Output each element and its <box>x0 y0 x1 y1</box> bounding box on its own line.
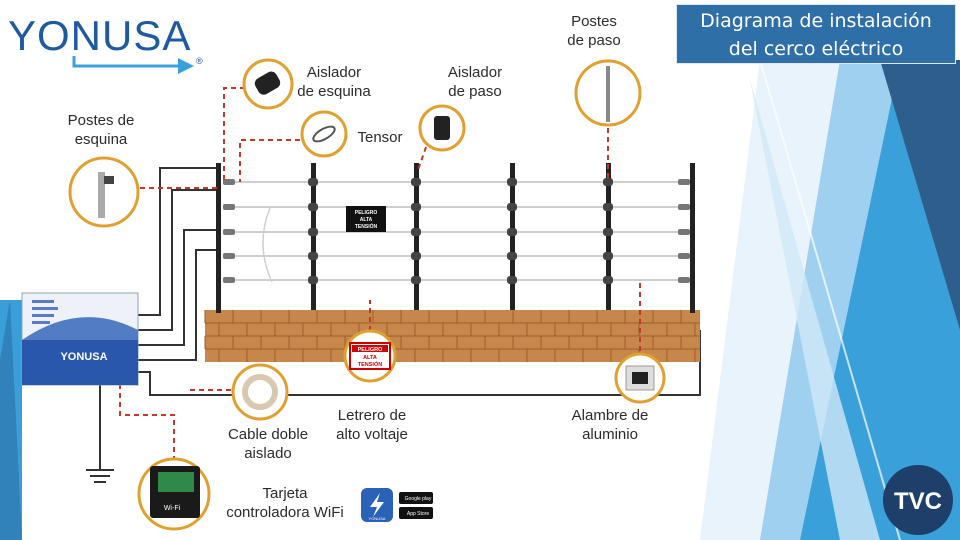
line-insulator <box>411 252 421 260</box>
brick-wall <box>204 310 700 362</box>
callout-circles: PELIGRO ALTA TENSIÓN Wi-Fi <box>68 58 666 531</box>
slide-title: Diagrama de instalación del cerco eléctr… <box>676 4 956 64</box>
fence-posts <box>216 163 695 313</box>
label-cable-doble-l1: Cable doble <box>227 426 309 443</box>
label-aislador-esquina-l2: de esquina <box>297 83 371 100</box>
line-insulator <box>411 228 421 236</box>
label-letrero-l2: alto voltaje <box>336 426 408 443</box>
corner-insulator <box>678 253 690 259</box>
label-alambre-l2: aluminio <box>582 426 638 443</box>
title-line1: Diagrama de instalación <box>700 10 932 32</box>
label-tensor-l1: Tensor <box>357 129 403 146</box>
label-aislador-paso: Aislador de paso <box>432 63 518 101</box>
line-insulator <box>507 252 517 260</box>
fence-sign-line2: ALTA <box>360 217 373 223</box>
label-postes-esquina: Postes de esquina <box>55 111 147 149</box>
line-insulator <box>308 228 318 236</box>
line-insulator <box>411 203 421 211</box>
label-alambre: Alambre de aluminio <box>560 406 660 444</box>
leader-lines <box>119 87 641 470</box>
fence-sign: PELIGRO ALTA TENSIÓN <box>346 206 386 232</box>
letrero-sign-line3: TENSIÓN <box>358 360 382 368</box>
label-tarjeta-l2: controladora WiFi <box>226 504 344 521</box>
google-play-text: Google play <box>405 496 432 502</box>
app-store-badge <box>399 507 433 519</box>
cable-circle <box>231 363 289 421</box>
corner-insulator <box>678 229 690 235</box>
line-insulator <box>507 276 517 284</box>
label-aislador-esquina-l1: Aislador <box>306 64 362 81</box>
corner-insulator <box>223 229 235 235</box>
label-postes-esquina-l1: Postes de <box>67 112 135 129</box>
label-postes-paso-l2: de paso <box>567 32 621 49</box>
corner-insulator <box>223 204 235 210</box>
wifi-label: Wi-Fi <box>164 505 181 512</box>
line-insulator <box>411 276 421 284</box>
app-badges: YONUSA Google play App Store <box>361 488 433 522</box>
line-insulator <box>507 178 517 186</box>
label-aislador-paso-l2: de paso <box>448 83 502 100</box>
label-postes-esquina-l2: esquina <box>74 131 128 148</box>
line-insulator <box>308 276 318 284</box>
background-decoration <box>0 59 960 540</box>
yonusa-logo: YONUSA ® <box>8 12 203 74</box>
line-insulator <box>603 276 613 284</box>
label-tarjeta-l1: Tarjeta <box>262 485 308 502</box>
fence-sign-line3: TENSIÓN <box>355 222 378 230</box>
corner-insulator <box>223 277 235 283</box>
line-insulator <box>507 203 517 211</box>
wiring <box>86 167 701 483</box>
line-insulator <box>603 178 613 186</box>
line-insulator <box>507 228 517 236</box>
line-insulator <box>308 252 318 260</box>
logo-text: YONUSA <box>8 12 191 59</box>
energizer-box: YONUSA <box>21 292 139 386</box>
label-cable-doble: Cable doble aislado <box>218 425 318 463</box>
label-postes-paso: Postes de paso <box>556 12 632 50</box>
line-insulator <box>603 252 613 260</box>
label-alambre-l1: Alambre de <box>571 407 649 424</box>
corner-insulator <box>678 204 690 210</box>
google-play-badge <box>399 492 433 504</box>
corner-insulator <box>678 179 690 185</box>
label-letrero: Letrero de alto voltaje <box>322 406 422 444</box>
label-tarjeta: Tarjeta controladora WiFi <box>214 484 356 522</box>
letrero-sign-line2: ALTA <box>363 355 377 361</box>
tensor-circle <box>300 110 348 158</box>
label-postes-paso-l1: Postes <box>571 13 617 30</box>
corner-insulator <box>223 179 235 185</box>
line-insulator <box>411 178 421 186</box>
label-aislador-paso-l1: Aislador <box>447 64 503 81</box>
line-insulator <box>603 203 613 211</box>
fence-sign-line1: PELIGRO <box>355 210 378 216</box>
energizer-brand: YONUSA <box>60 351 107 363</box>
line-insulator <box>308 178 318 186</box>
label-tensor: Tensor <box>350 128 410 147</box>
label-letrero-l1: Letrero de <box>337 407 407 424</box>
tvc-logo: TVC <box>883 465 953 535</box>
letrero-sign-line1: PELIGRO <box>358 347 383 353</box>
insulators <box>223 178 690 284</box>
app-brand: YONUSA <box>369 516 386 521</box>
corner-insulator <box>223 253 235 259</box>
corner-insulator <box>678 277 690 283</box>
line-insulator <box>308 203 318 211</box>
label-aislador-esquina: Aislador de esquina <box>288 63 380 101</box>
line-insulator <box>603 228 613 236</box>
fence-wires <box>230 181 684 281</box>
tvc-text: TVC <box>894 488 942 515</box>
registered-mark: ® <box>196 56 203 66</box>
title-line2: del cerco eléctrico <box>728 38 904 60</box>
label-cable-doble-l2: aislado <box>244 445 292 462</box>
app-store-text: App Store <box>407 511 429 517</box>
